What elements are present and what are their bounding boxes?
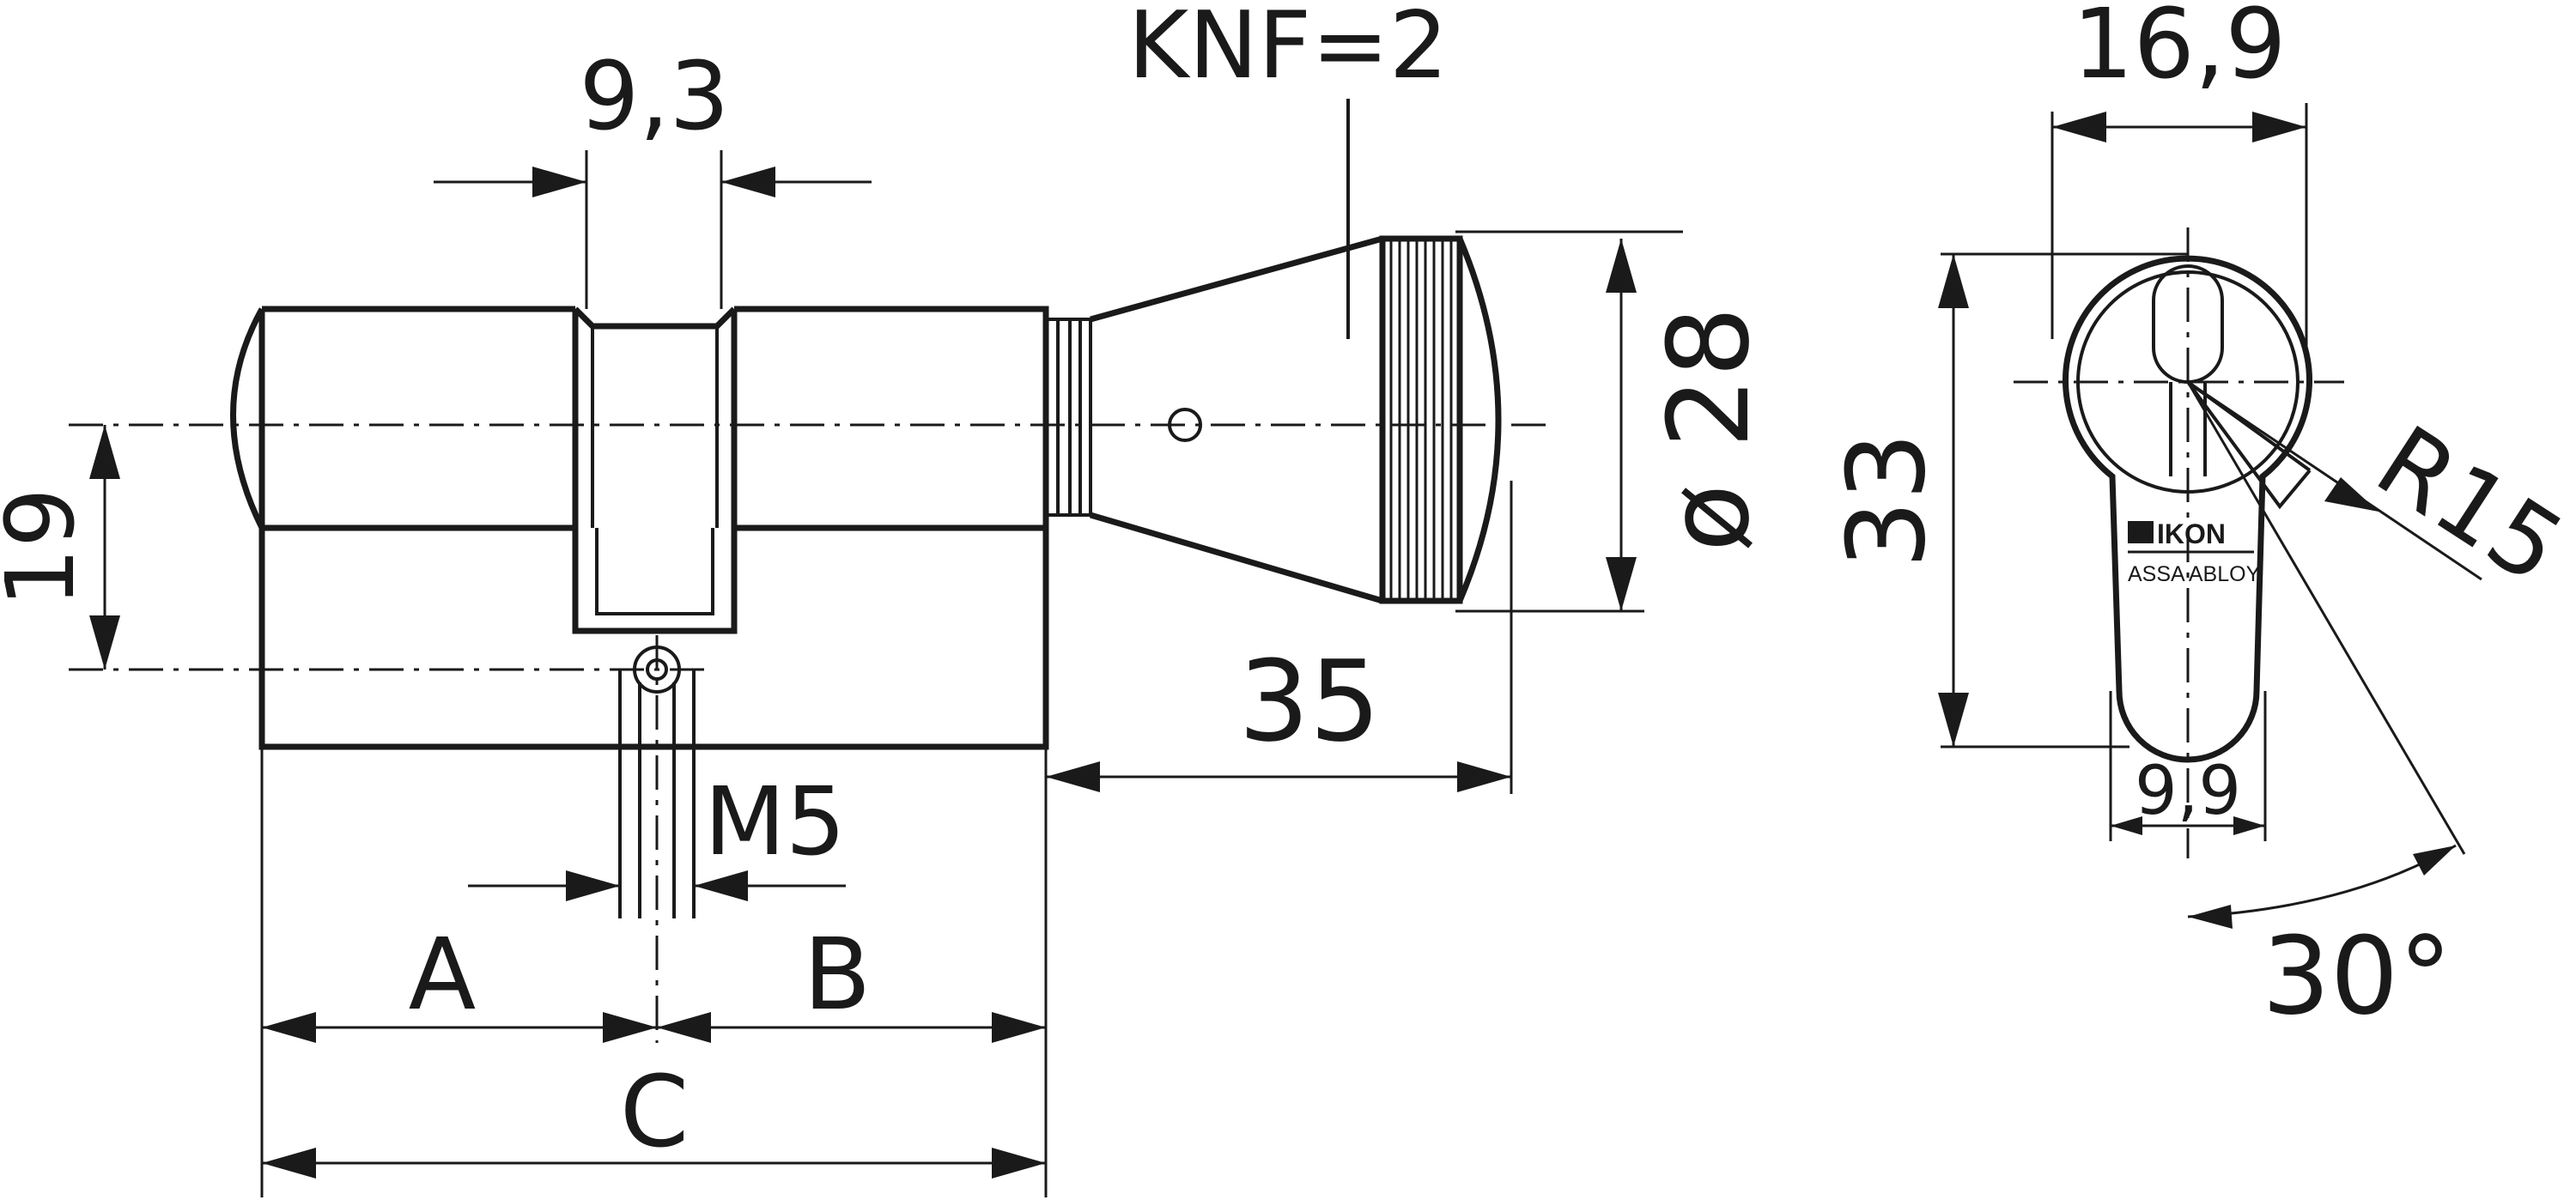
dim-16-9-extension: [2050, 103, 2308, 352]
knob-cone: [1090, 235, 1383, 604]
dim-b-label: B: [804, 918, 872, 1033]
front-view: IKON ASSA ABLOY 16,9 33 9,9 R15 30°: [1825, 0, 2576, 1039]
cylinder-body-outline: [258, 306, 1049, 750]
arrow-28-top: [1606, 239, 1637, 293]
arrow-33-bottom: [1938, 693, 1969, 747]
arrow-33-top: [1938, 254, 1969, 308]
screw-hole-outer: [633, 645, 681, 694]
dim-28-label: ø 28: [1643, 306, 1774, 552]
screw-hole-inner: [646, 658, 668, 681]
logo-mark-icon: [2128, 521, 2154, 543]
dim-r15-leader: [2187, 380, 2482, 581]
cam-block: [572, 306, 738, 634]
arrow-9-9-left: [2111, 816, 2142, 835]
arrow-28-bottom: [1606, 557, 1637, 611]
arrow-r15: [2324, 477, 2379, 512]
arrow-b-right: [992, 1012, 1046, 1043]
arrow-a-right: [603, 1012, 657, 1043]
arrow-c-right: [992, 1148, 1046, 1179]
arrow-b-left: [657, 1012, 711, 1043]
knf-label: KNF=2: [1128, 0, 1449, 100]
arrow-16-9-left: [2052, 112, 2106, 142]
arrow-30-left: [2188, 905, 2233, 929]
knurled-grip: [1379, 235, 1502, 604]
arrow-m5-left: [566, 870, 620, 901]
dim-9-3-extension: [585, 150, 723, 309]
dim-c-label: C: [620, 1055, 689, 1170]
dim-33-extension: [1941, 252, 2188, 748]
dim-r15-label: R15: [2357, 404, 2576, 607]
dim-19-label: 19: [0, 488, 95, 608]
dim-abc-extension: [260, 747, 1048, 1197]
arrow-c-left: [262, 1148, 316, 1179]
arrow-16-9-right: [2252, 112, 2306, 142]
logo-parent: ASSA ABLOY: [2128, 562, 2261, 586]
arrow-m5-right: [694, 870, 748, 901]
dim-30-leader: [2186, 381, 2466, 855]
arrow-a-left: [262, 1012, 316, 1043]
side-view: 9,3 KNF=2 19 ø 28 35 M5 A: [0, 0, 1774, 1197]
dim-a-label: A: [409, 918, 477, 1033]
dim-35-label: 35: [1238, 636, 1380, 767]
cam-slot: [591, 326, 719, 615]
dim-9-3-label: 9,3: [580, 41, 730, 151]
arrow-19-top: [89, 425, 120, 479]
arrow-9-9-right: [2233, 816, 2265, 835]
arrow-19-bottom: [89, 615, 120, 670]
dim-m5-label: M5: [704, 767, 846, 876]
arrow-35-left: [1046, 761, 1100, 792]
logo: IKON ASSA ABLOY: [2128, 518, 2261, 586]
key-slot: [2152, 264, 2224, 476]
knob-neck: [1046, 318, 1092, 517]
dim-9-9-label: 9,9: [2135, 753, 2241, 830]
arrow-9-3-right: [721, 167, 775, 197]
arrow-35-right: [1457, 761, 1511, 792]
dim-30-label: 30°: [2262, 914, 2452, 1039]
screw-thread-lines: [618, 670, 696, 918]
dim-16-9-label: 16,9: [2072, 0, 2286, 100]
arrow-30-right: [2413, 845, 2456, 876]
arrow-9-3-left: [532, 167, 586, 197]
logo-brand: IKON: [2157, 518, 2226, 549]
dim-33-label: 33: [1825, 432, 1949, 568]
dim-9-9-extension: [2109, 691, 2267, 841]
dim-28-extension: [1455, 230, 1683, 613]
left-end-cap: [230, 307, 265, 530]
